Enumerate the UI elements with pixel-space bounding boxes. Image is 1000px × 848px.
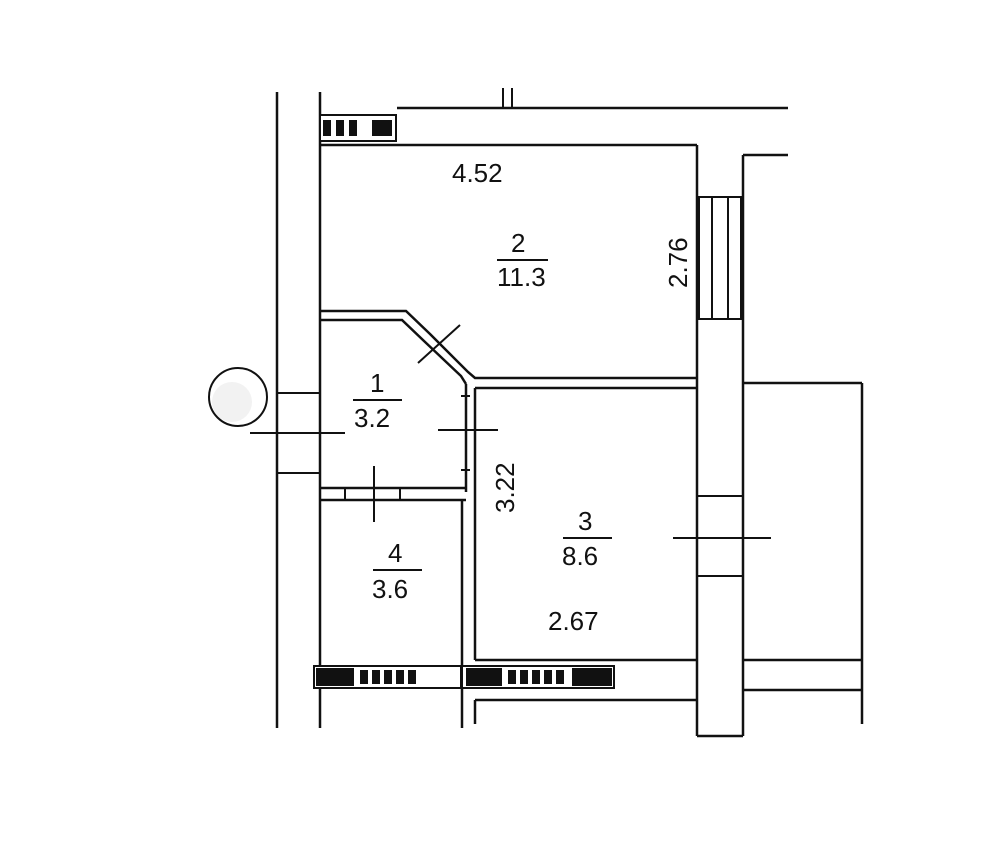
room-label-2: 2 11.3 xyxy=(497,228,548,292)
right-window xyxy=(698,196,742,320)
adjacent-room-right xyxy=(743,381,864,724)
dimension-mid-height: 3.22 xyxy=(490,462,520,513)
partition-room1-room2 xyxy=(320,309,697,385)
room-label-1: 1 3.2 xyxy=(353,368,402,433)
room-area: 11.3 xyxy=(497,262,546,292)
room-label-3: 3 8.6 xyxy=(562,506,612,571)
dimension-top-width: 4.52 xyxy=(452,158,503,188)
bottom-wall xyxy=(473,698,697,724)
partition-room1-room4 xyxy=(320,466,466,522)
bottom-window-right xyxy=(461,665,615,689)
room-area: 8.6 xyxy=(562,541,598,571)
room-number: 3 xyxy=(578,506,592,536)
right-wall xyxy=(695,145,788,738)
room-number: 2 xyxy=(511,228,525,258)
top-wall xyxy=(320,88,788,147)
right-door-opening xyxy=(673,495,771,577)
partition-room1-room3 xyxy=(438,384,697,660)
dimension-bottom-width: 2.67 xyxy=(548,606,599,636)
room-area: 3.2 xyxy=(354,403,390,433)
left-entrance xyxy=(250,392,345,474)
left-exterior-wall xyxy=(275,92,322,728)
room-number: 1 xyxy=(370,368,384,398)
axis-marker-circle xyxy=(208,367,268,427)
top-window xyxy=(319,114,397,142)
room-number: 4 xyxy=(388,538,402,568)
bottom-window-left xyxy=(313,665,462,689)
dimension-right-height: 2.76 xyxy=(663,237,693,288)
room-label-4: 4 3.6 xyxy=(372,538,422,604)
room-area: 3.6 xyxy=(372,574,408,604)
